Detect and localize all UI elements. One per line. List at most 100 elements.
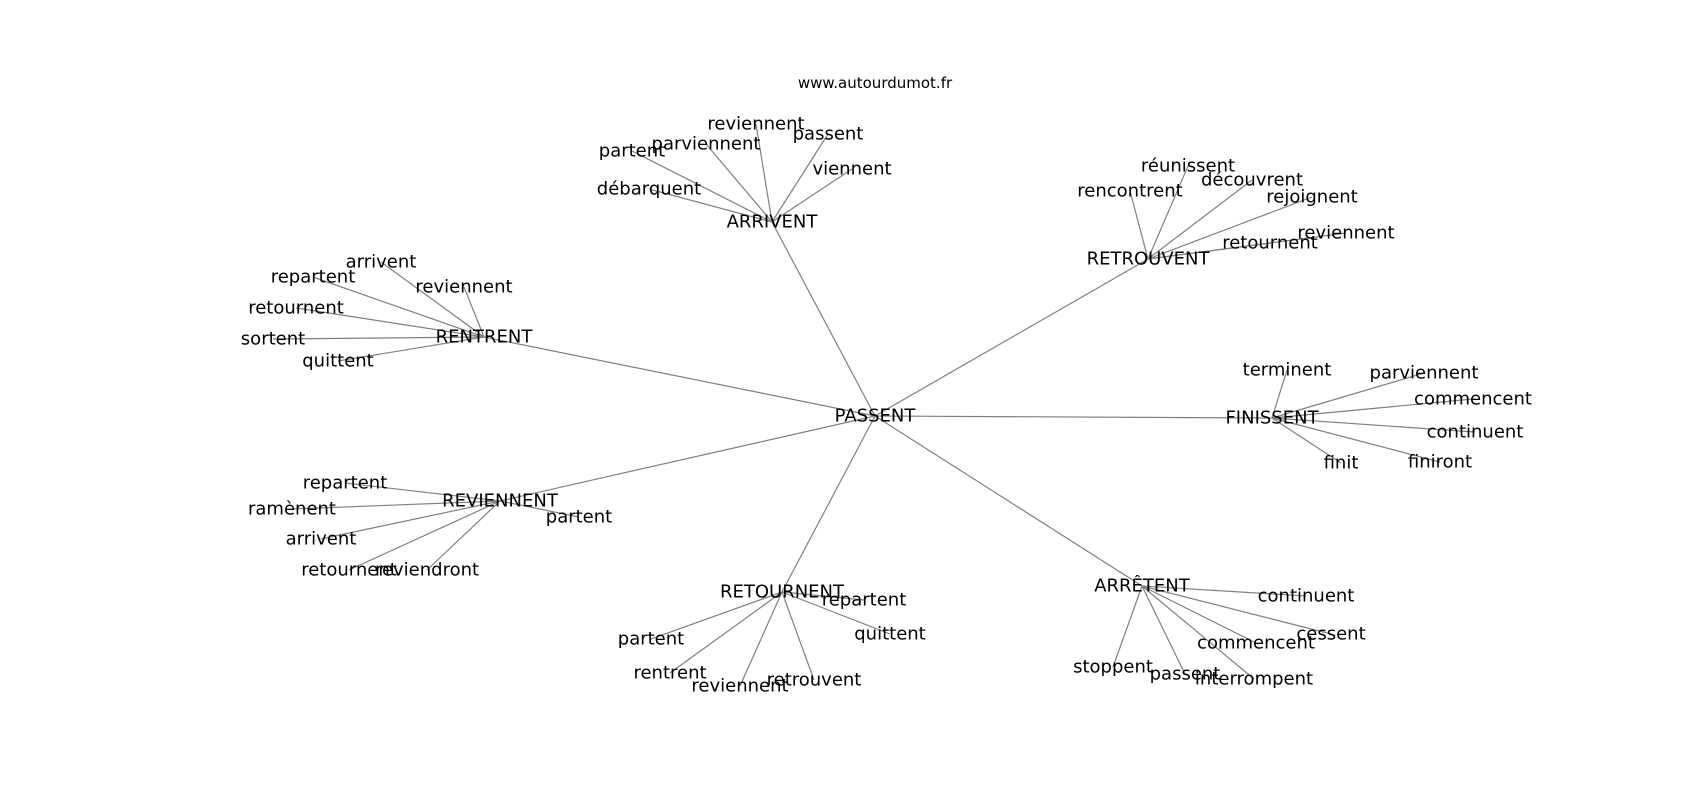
edge-cluster-to-leaf	[291, 500, 501, 510]
edge-center-to-cluster	[781, 415, 876, 593]
edge-cluster-to-leaf	[771, 168, 853, 223]
leaf-node-label: débarquent	[597, 179, 701, 200]
edge-cluster-to-leaf	[1147, 165, 1189, 260]
edge-cluster-to-leaf	[631, 150, 773, 223]
leaf-node-label: sortent	[241, 329, 305, 350]
edge-center-to-cluster	[874, 415, 1143, 587]
edge-cluster-to-leaf	[669, 591, 783, 674]
leaf-node-label: commencent	[1414, 389, 1532, 410]
leaf-node-label: terminent	[1243, 360, 1332, 381]
leaf-node-label: retournent	[1222, 233, 1318, 254]
leaf-node-label: arrivent	[346, 252, 417, 273]
edge-cluster-to-leaf	[320, 500, 501, 540]
edge-cluster-to-leaf	[1141, 585, 1257, 644]
cluster-node-label: ARRIVENT	[727, 212, 819, 233]
edge-cluster-to-leaf	[1129, 190, 1149, 260]
edge-center-to-cluster	[499, 415, 876, 502]
edge-cluster-to-leaf	[312, 276, 485, 338]
graph-edges	[272, 123, 1476, 687]
leaf-node-label: retournent	[248, 298, 344, 319]
edge-center-to-cluster	[874, 258, 1149, 417]
center-node-label: PASSENT	[835, 406, 917, 427]
leaf-node-label: retrouvent	[767, 670, 862, 691]
edge-cluster-to-leaf	[1147, 196, 1313, 260]
edge-cluster-to-leaf	[344, 482, 501, 502]
edge-cluster-to-leaf	[463, 286, 485, 338]
leaf-node-label: reviendront	[375, 560, 479, 581]
edge-cluster-to-leaf	[1112, 585, 1143, 668]
leaf-node-label: reviennent	[691, 676, 788, 697]
leaf-node-label: parviennent	[1370, 363, 1479, 384]
cluster-node-label: RENTRENT	[436, 327, 534, 348]
leaf-node-label: repartent	[271, 267, 356, 288]
edge-center-to-cluster	[771, 221, 876, 417]
leaf-node-label: continuent	[1258, 586, 1355, 607]
leaf-node-label: finiront	[1408, 452, 1472, 473]
edge-cluster-to-leaf	[1271, 398, 1474, 419]
cluster-node-label: RETROUVENT	[1087, 249, 1211, 270]
edge-cluster-to-leaf	[1271, 417, 1441, 463]
leaf-node-label: repartent	[822, 590, 907, 611]
leaf-node-label: stoppent	[1073, 657, 1153, 678]
leaf-node-label: rencontrent	[1077, 181, 1182, 202]
leaf-node-label: parviennent	[652, 134, 761, 155]
leaf-node-label: passent	[1150, 664, 1221, 685]
leaf-node-label: découvrent	[1201, 170, 1303, 191]
edge-cluster-to-leaf	[781, 591, 815, 681]
leaf-node-label: quittent	[854, 624, 926, 645]
edge-cluster-to-leaf	[1147, 179, 1253, 260]
edge-cluster-to-leaf	[337, 336, 485, 362]
edge-cluster-to-leaf	[739, 591, 783, 687]
edge-cluster-to-leaf	[1147, 242, 1271, 260]
cluster-node-label: REVIENNENT	[442, 491, 559, 512]
leaf-node-label: continuent	[1427, 422, 1524, 443]
leaf-node-label: réunissent	[1141, 156, 1235, 177]
edge-cluster-to-leaf	[272, 336, 485, 340]
edge-cluster-to-leaf	[1141, 585, 1255, 680]
edge-cluster-to-leaf	[755, 123, 773, 223]
edge-cluster-to-leaf	[1271, 372, 1425, 419]
leaf-node-label: retournent	[301, 560, 397, 581]
edge-cluster-to-leaf	[705, 143, 773, 223]
cluster-node-label: ARRÊTENT	[1094, 575, 1191, 597]
leaf-node-label: commencent	[1197, 633, 1315, 654]
leaf-node-label: reviennent	[415, 277, 512, 298]
leaf-node-label: partent	[546, 507, 612, 528]
leaf-node-label: passent	[793, 124, 864, 145]
edge-cluster-to-leaf	[1271, 369, 1288, 419]
graph-labels: www.autourdumot.fr PASSENT ARRIVENT revien…	[241, 74, 1532, 697]
edge-cluster-to-leaf	[1271, 417, 1476, 433]
edge-cluster-to-leaf	[1141, 585, 1307, 597]
leaf-node-label: cessent	[1296, 624, 1365, 645]
site-watermark: www.autourdumot.fr	[798, 74, 953, 92]
edge-cluster-to-leaf	[781, 591, 891, 635]
edge-cluster-to-leaf	[426, 500, 501, 571]
leaf-node-label: rejoignent	[1266, 187, 1357, 208]
edge-cluster-to-leaf	[648, 188, 773, 223]
edge-cluster-to-leaf	[1141, 585, 1186, 675]
edge-cluster-to-leaf	[348, 500, 501, 571]
leaf-node-label: finit	[1324, 453, 1359, 474]
leaf-node-label: quittent	[302, 351, 374, 372]
edge-cluster-to-leaf	[1141, 585, 1332, 635]
edge-cluster-to-leaf	[650, 591, 783, 640]
leaf-node-label: reviennent	[707, 114, 804, 135]
leaf-node-label: partent	[599, 141, 665, 162]
leaf-node-label: interrompent	[1195, 669, 1313, 690]
edge-cluster-to-leaf	[1271, 417, 1342, 464]
leaf-node-label: partent	[618, 629, 684, 650]
cluster-node-label: RETOURNENT	[720, 582, 845, 603]
leaf-node-label: arrivent	[286, 529, 357, 550]
cluster-node-label: FINISSENT	[1225, 408, 1319, 429]
edge-center-to-cluster	[874, 415, 1273, 419]
edge-cluster-to-leaf	[380, 261, 485, 338]
edge-center-to-cluster	[483, 336, 876, 417]
leaf-node-label: rentrent	[633, 663, 706, 684]
leaf-node-label: reviennent	[1297, 223, 1394, 244]
leaf-node-label: viennent	[812, 159, 891, 180]
edge-cluster-to-leaf	[771, 133, 829, 223]
edge-cluster-to-leaf	[781, 591, 865, 601]
leaf-node-label: repartent	[303, 473, 388, 494]
edge-cluster-to-leaf	[295, 307, 485, 338]
